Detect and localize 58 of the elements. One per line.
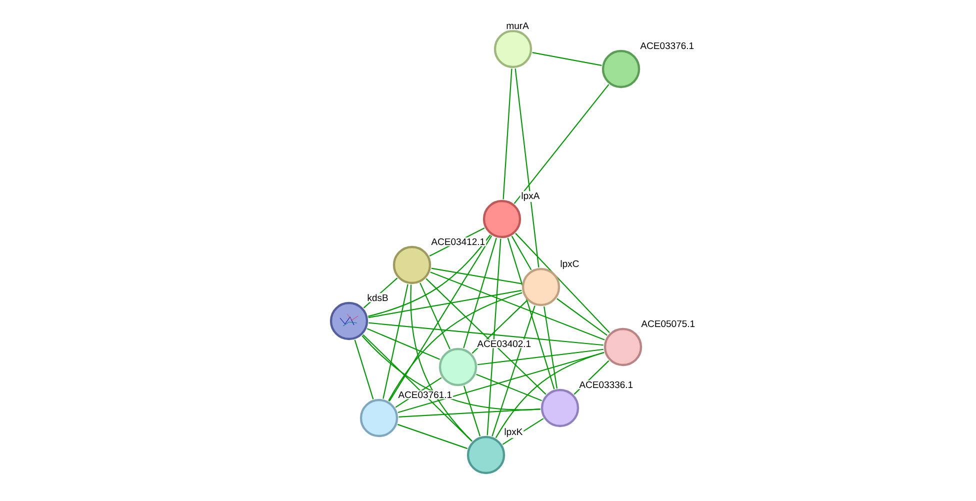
edge-line (514, 84, 610, 204)
node-label: lpxC (559, 259, 580, 270)
node-label: ACE03761.1 (397, 390, 454, 400)
protein-node (360, 398, 398, 438)
edge-line (476, 374, 542, 402)
edge-line (507, 238, 555, 390)
edge-line (430, 272, 605, 340)
edge-line (388, 292, 522, 402)
node-label: kdsB (366, 293, 390, 302)
edge-line (388, 235, 492, 402)
node-label: ACE03336.1 (578, 380, 634, 390)
node-label: ACE03376.1 (639, 41, 696, 50)
protein-node (330, 302, 368, 340)
edge-line (398, 408, 540, 418)
edge-line (544, 306, 558, 389)
node-label: ACE05075.1 (640, 319, 696, 328)
edge-line (502, 68, 512, 200)
protein-node (540, 388, 580, 428)
edge-line (420, 282, 450, 350)
edge-line (511, 236, 532, 270)
edge-line (463, 386, 481, 436)
protein-node (482, 200, 522, 238)
edge-line (472, 300, 528, 354)
node-label: murA (505, 21, 530, 30)
protein-node (466, 436, 506, 474)
edge-line (431, 268, 522, 284)
edge-line (368, 290, 522, 318)
protein-node (602, 50, 640, 88)
protein-node (494, 30, 532, 68)
edge-line (362, 334, 472, 442)
protein-node (604, 328, 642, 366)
edge-line (362, 335, 540, 410)
edge-line (486, 238, 502, 436)
edge-line (492, 306, 536, 436)
edge-line (354, 340, 374, 400)
edge-line (495, 352, 604, 438)
node-label: ACE03412.1 (430, 237, 486, 246)
edge-line (502, 418, 544, 445)
edge-line (363, 278, 398, 308)
edge-line (368, 322, 604, 346)
edge-line (556, 298, 608, 336)
edge-line (463, 238, 497, 348)
edge-line (478, 348, 604, 366)
protein-node (392, 246, 432, 284)
protein-node (522, 268, 560, 306)
edge-line (382, 284, 408, 399)
protein-node (438, 348, 478, 386)
node-label: lpxA (520, 191, 541, 202)
edge-line (532, 52, 602, 66)
edge-line (397, 424, 468, 450)
node-label: ACE03402.1 (476, 339, 532, 348)
edge-line (366, 328, 440, 360)
edge-line (515, 232, 610, 334)
node-label: lpxK (503, 427, 524, 438)
edge-line (410, 284, 472, 442)
edge-line (514, 68, 540, 268)
edge-line (426, 278, 546, 395)
edge-line (368, 234, 491, 317)
